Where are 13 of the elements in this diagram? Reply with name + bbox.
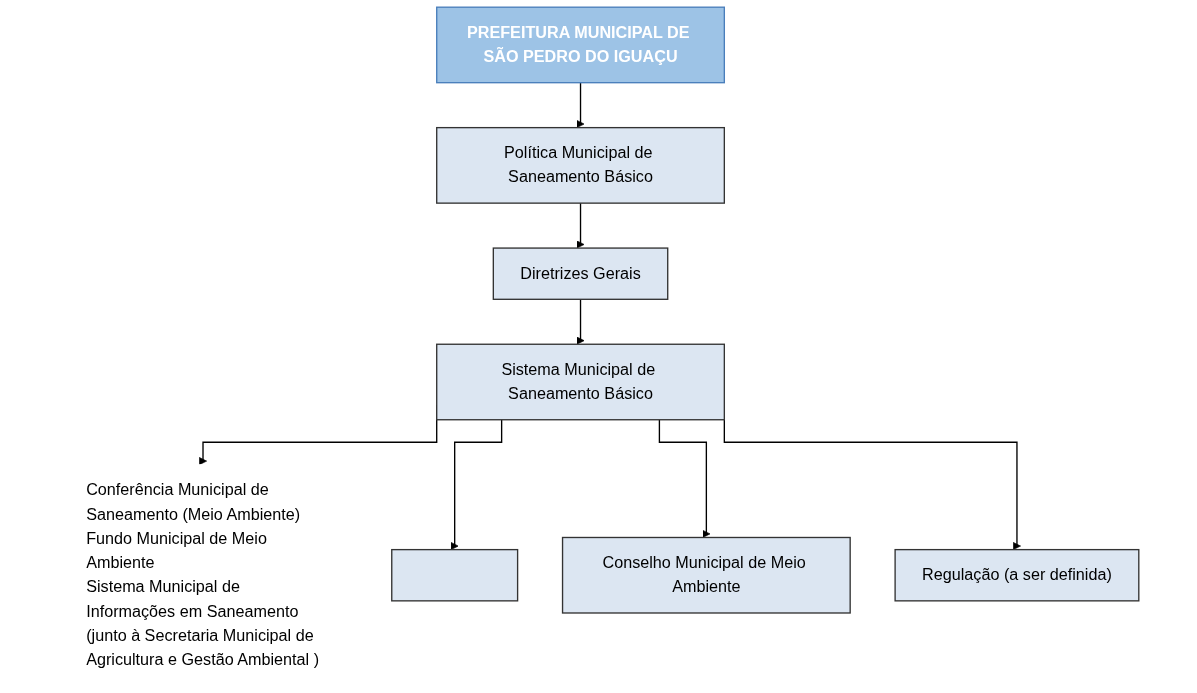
node-box: PREFEITURA MUNICIPAL DE SÃO PEDRO DO IGUAÇU bbox=[435, 6, 725, 84]
node-box: Regulação (a ser definida) bbox=[893, 548, 1139, 602]
arrow bbox=[576, 82, 584, 128]
arrow bbox=[576, 202, 584, 249]
node-box: Sistema Municipal de Saneamento Básico bbox=[435, 343, 725, 421]
arrow bbox=[658, 419, 710, 538]
node-text: Conferência Municipal de Saneamento (Meio Ambiente) Fundo Municipal de Meio Ambiente Sistema Municipal de Informações em Saneamento (junto à Secretaria Municipal de Agricultura e Gestão Ambiental ) bbox=[85, 480, 319, 669]
node-box: Diretrizes Gerais bbox=[492, 247, 668, 300]
arrow bbox=[450, 419, 502, 550]
node-box bbox=[390, 548, 518, 602]
node-box: Política Municipal de Saneamento Básico bbox=[435, 126, 725, 204]
node-box: Conselho Municipal de Meio Ambiente bbox=[561, 536, 851, 614]
arrow bbox=[576, 298, 584, 345]
